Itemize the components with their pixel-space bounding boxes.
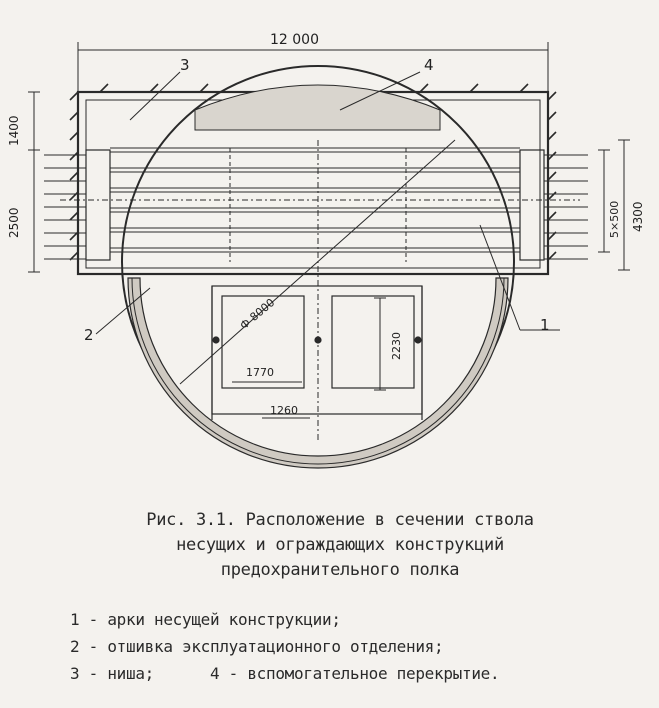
callout-1: 1 <box>540 316 550 334</box>
legend: 1 - арки несущей конструкции; 2 - отшивк… <box>70 606 630 687</box>
dim-vertical: 2230 <box>390 332 403 360</box>
legend-item-3: 3 - ниша; <box>70 664 154 683</box>
callout-2: 2 <box>84 326 94 344</box>
dim-left-top: 1400 <box>7 115 21 146</box>
caption-line-2: несущих и ограждающих конструкций <box>176 535 504 555</box>
caption-line-3: предохранительного полка <box>220 560 460 580</box>
diameter-line <box>179 139 456 385</box>
callout-3: 3 <box>180 56 190 74</box>
deck-beams <box>60 140 580 440</box>
auxiliary-deck <box>194 84 441 131</box>
dim-width-total: 12 000 <box>270 32 319 48</box>
dim-horiz-b: 1260 <box>270 404 298 417</box>
shaft-lining <box>121 65 515 469</box>
legend-item-2: 2 - отшивка эксплуатационного отделения; <box>70 637 444 656</box>
legend-item-1: 1 - арки несущей конструкции; <box>70 610 341 629</box>
dim-right-total: 4300 <box>631 201 645 232</box>
legend-item-4: 4 - вспомогательное перекрытие. <box>210 664 500 683</box>
figure-caption: Рис. 3.1. Расположение в сечении ствола … <box>80 508 600 583</box>
legend-item-3-4: 3 - ниша; 4 - вспомогательное перекрытие… <box>70 660 630 687</box>
dim-horiz-a: 1770 <box>246 366 274 379</box>
shaft-section-drawing: 12 000 1400 2500 4300 5×500 Ф 8000 2230 … <box>7 32 645 469</box>
dim-right-span: 5×500 <box>608 201 621 238</box>
dim-left-bottom: 2500 <box>7 207 21 238</box>
dim-diameter: Ф 8000 <box>238 296 278 332</box>
dimension-lines <box>28 42 630 419</box>
callout-4: 4 <box>424 56 434 74</box>
compartment-frames <box>211 285 423 420</box>
anchor-blocks <box>44 149 588 261</box>
caption-line-1: Рис. 3.1. Расположение в сечении ствола <box>146 510 534 530</box>
callout-leaders <box>95 71 560 335</box>
